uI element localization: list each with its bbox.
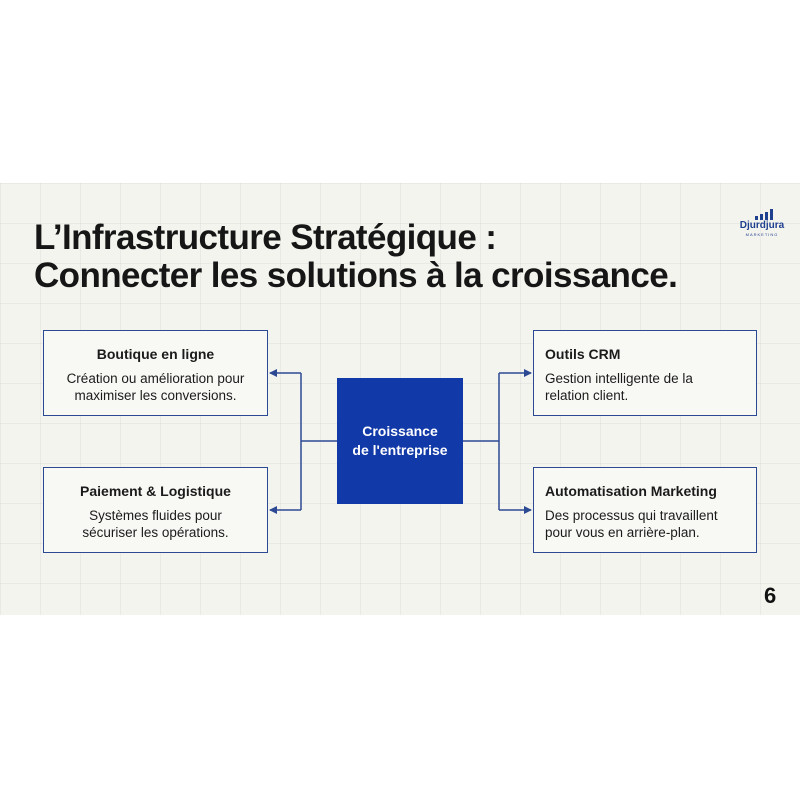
- page-number: 6: [764, 583, 777, 608]
- node-paiement-logistique: Paiement & Logistique Systèmes fluides p…: [43, 467, 268, 553]
- node-description: Des processus qui travaillent pour vous …: [545, 508, 718, 540]
- bar-chart-icon: [755, 209, 773, 220]
- node-description: Création ou amélioration pour maximiser …: [66, 371, 245, 403]
- slide: L’Infrastructure Stratégique : Connecter…: [0, 183, 800, 615]
- node-title: Outils CRM: [545, 346, 621, 362]
- node-title: Automatisation Marketing: [545, 483, 717, 499]
- brand-logo: Djurdjura MARKETING: [734, 209, 790, 243]
- node-description: Gestion intelligente de la relation clie…: [545, 371, 693, 403]
- node-description: Systèmes fluides pour sécuriser les opér…: [82, 508, 229, 540]
- node-outils-crm: Outils CRM Gestion intelligente de la re…: [533, 330, 757, 416]
- logo-name: Djurdjura: [739, 220, 785, 231]
- slide-title: L’Infrastructure Stratégique : Connecter…: [34, 218, 678, 295]
- node-automatisation-marketing: Automatisation Marketing Des processus q…: [533, 467, 757, 553]
- title-line-1: L’Infrastructure Stratégique :: [34, 218, 497, 257]
- node-croissance-entreprise: Croissance de l'entreprise: [337, 378, 463, 504]
- logo-subtitle: MARKETING: [745, 232, 779, 237]
- connector-lines: [269, 369, 532, 514]
- node-boutique-en-ligne: Boutique en ligne Création ou améliorati…: [43, 330, 268, 416]
- title-line-2: Connecter les solutions à la croissance.: [34, 256, 678, 295]
- node-title: Paiement & Logistique: [80, 483, 231, 499]
- node-title: Boutique en ligne: [96, 346, 215, 362]
